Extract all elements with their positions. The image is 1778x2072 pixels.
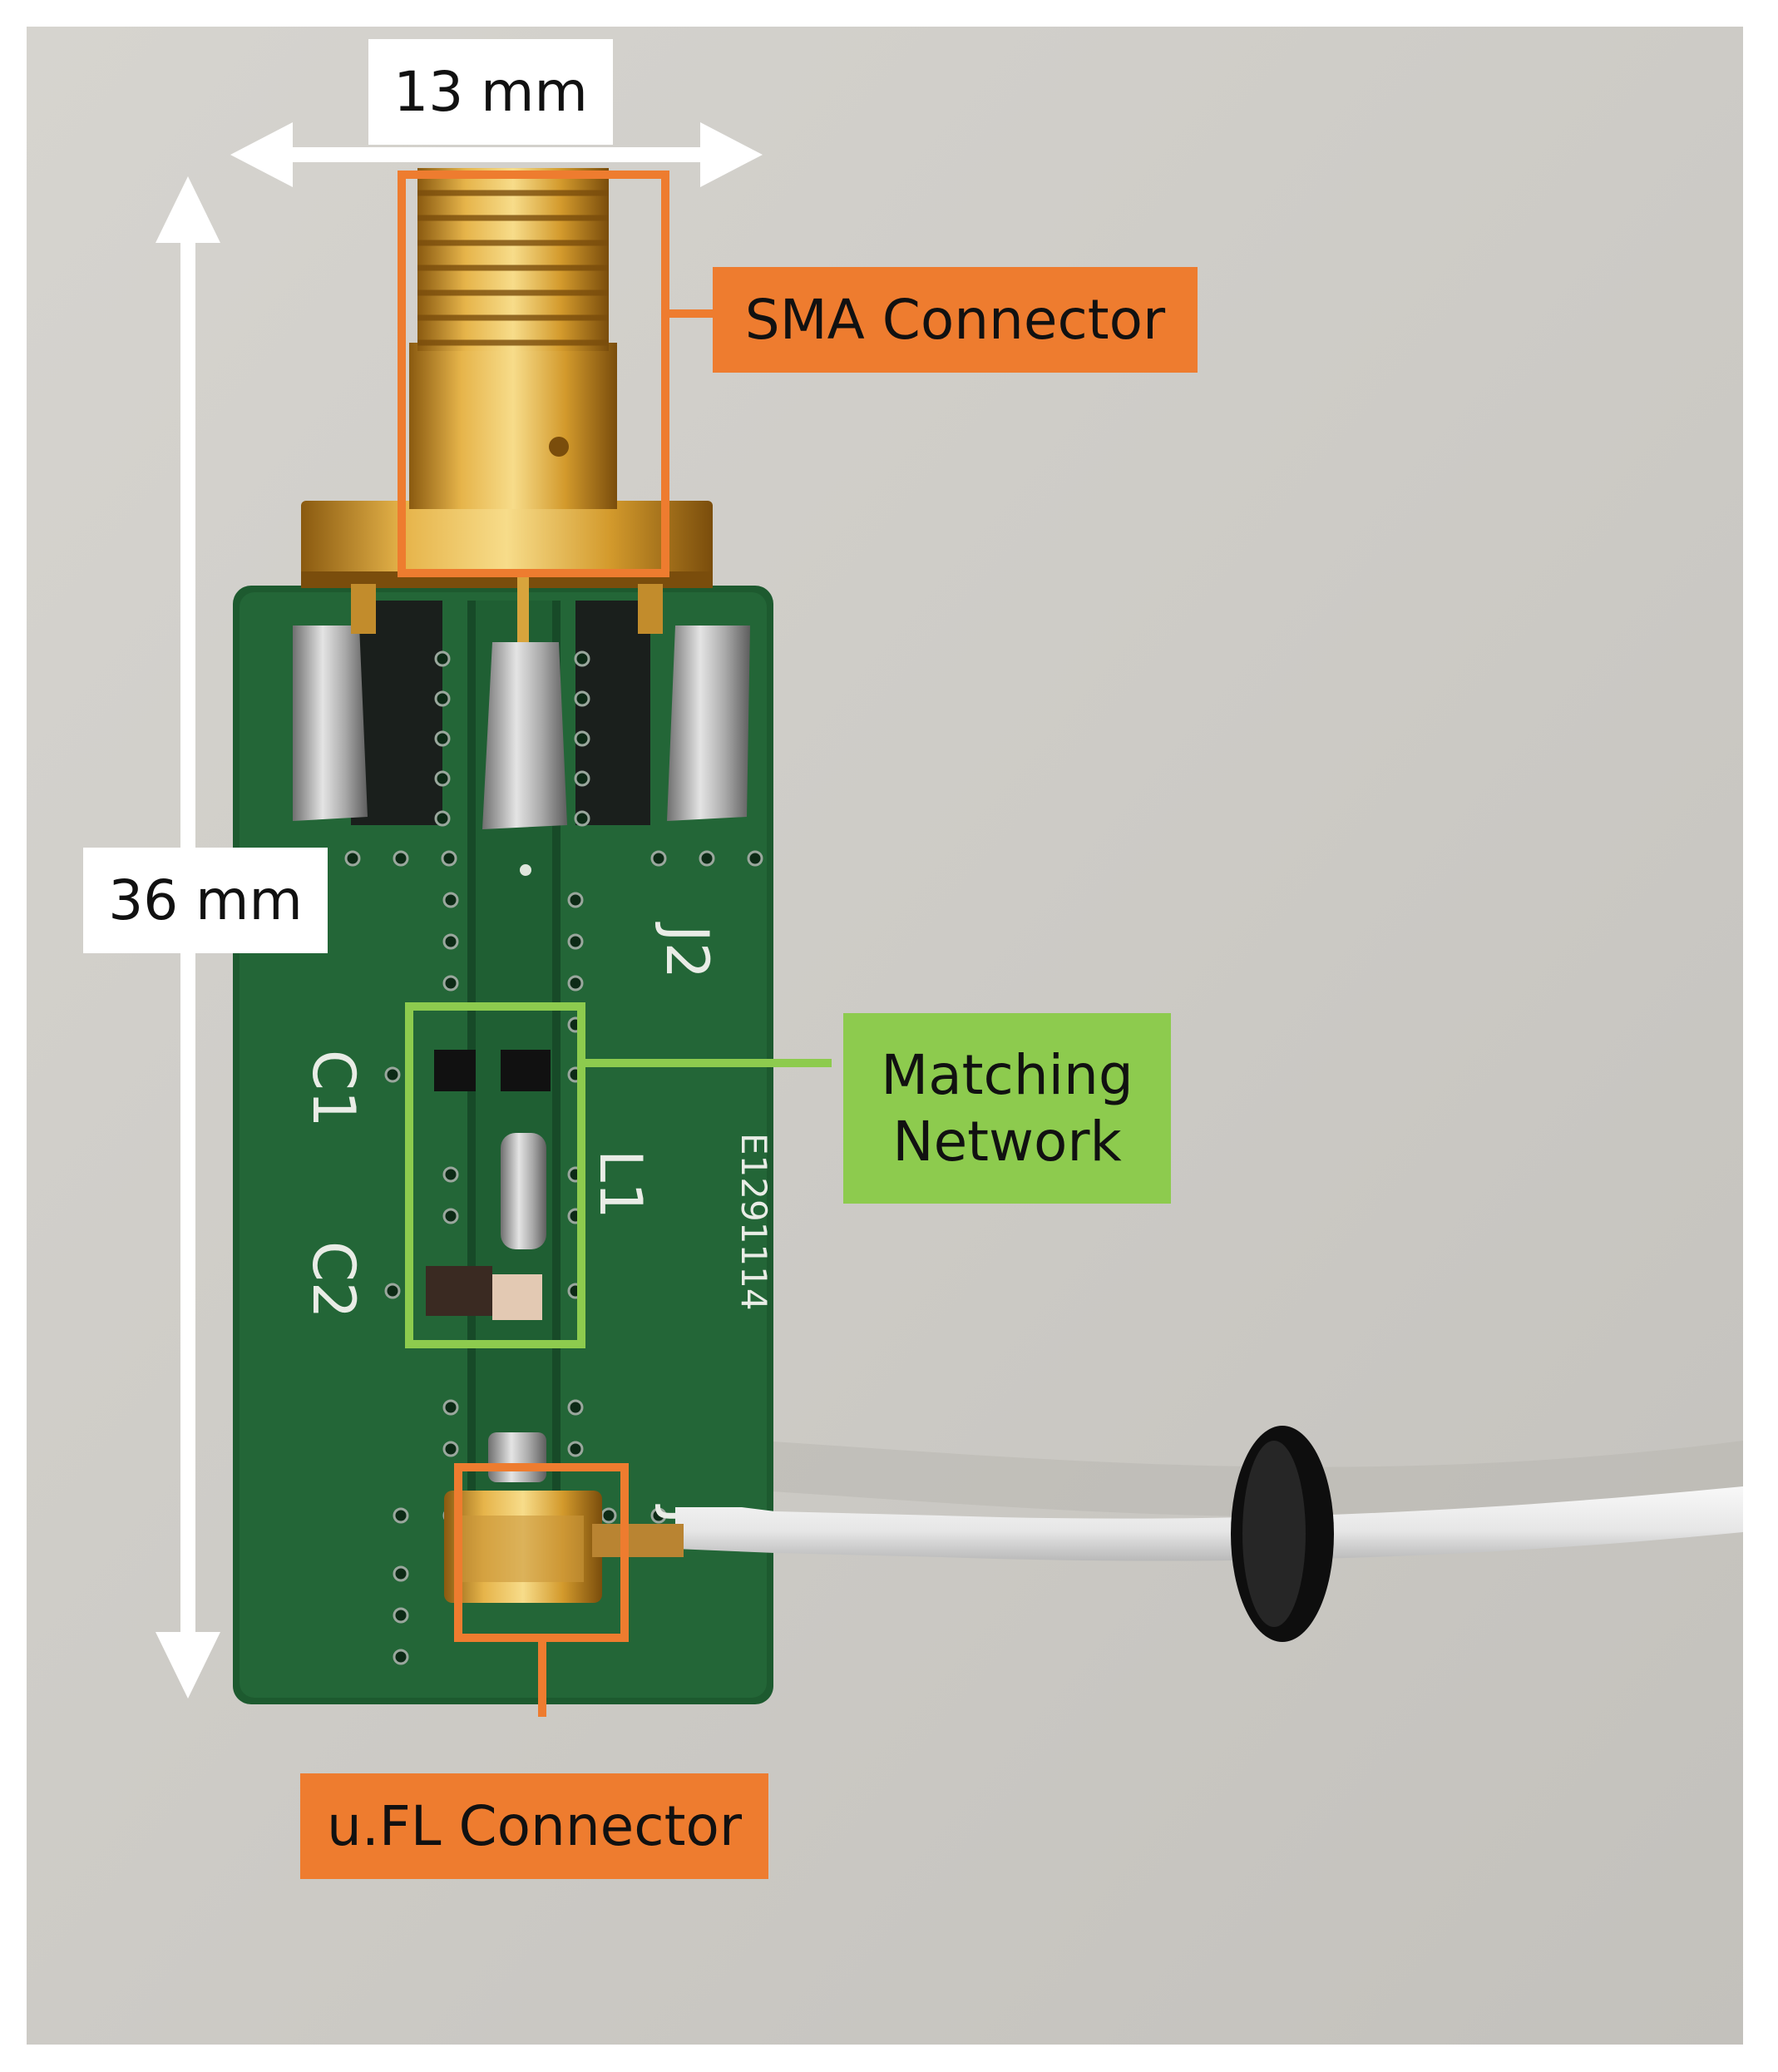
- width-dimension-label: 13 mm: [368, 39, 613, 145]
- matching-network-label: Matching Network: [843, 1013, 1171, 1204]
- matching-network-highlight-box: [405, 1002, 585, 1348]
- matching-network-label-line2: Network: [892, 1109, 1122, 1174]
- ufl-connector-body: [444, 1491, 684, 1603]
- sma-connector-label: SMA Connector: [713, 267, 1198, 373]
- matching-network-label-line1: Matching: [881, 1043, 1133, 1108]
- silk-j2: J2: [653, 922, 721, 979]
- height-dimension-label: 36 mm: [83, 848, 328, 953]
- coax-cable: [675, 1426, 1743, 1642]
- silk-l1: L1: [586, 1150, 654, 1219]
- silk-c2: C2: [299, 1241, 368, 1318]
- sma-highlight-box: [398, 171, 669, 577]
- ufl-connector-label: u.FL Connector: [300, 1773, 768, 1879]
- width-dimension-arrow: [230, 122, 763, 187]
- silk-c1: C1: [299, 1050, 368, 1127]
- silk-board-code: E1291114: [733, 1133, 774, 1311]
- pcb-board: J2 C1 L1 C2 J1 E1291114: [233, 586, 774, 1704]
